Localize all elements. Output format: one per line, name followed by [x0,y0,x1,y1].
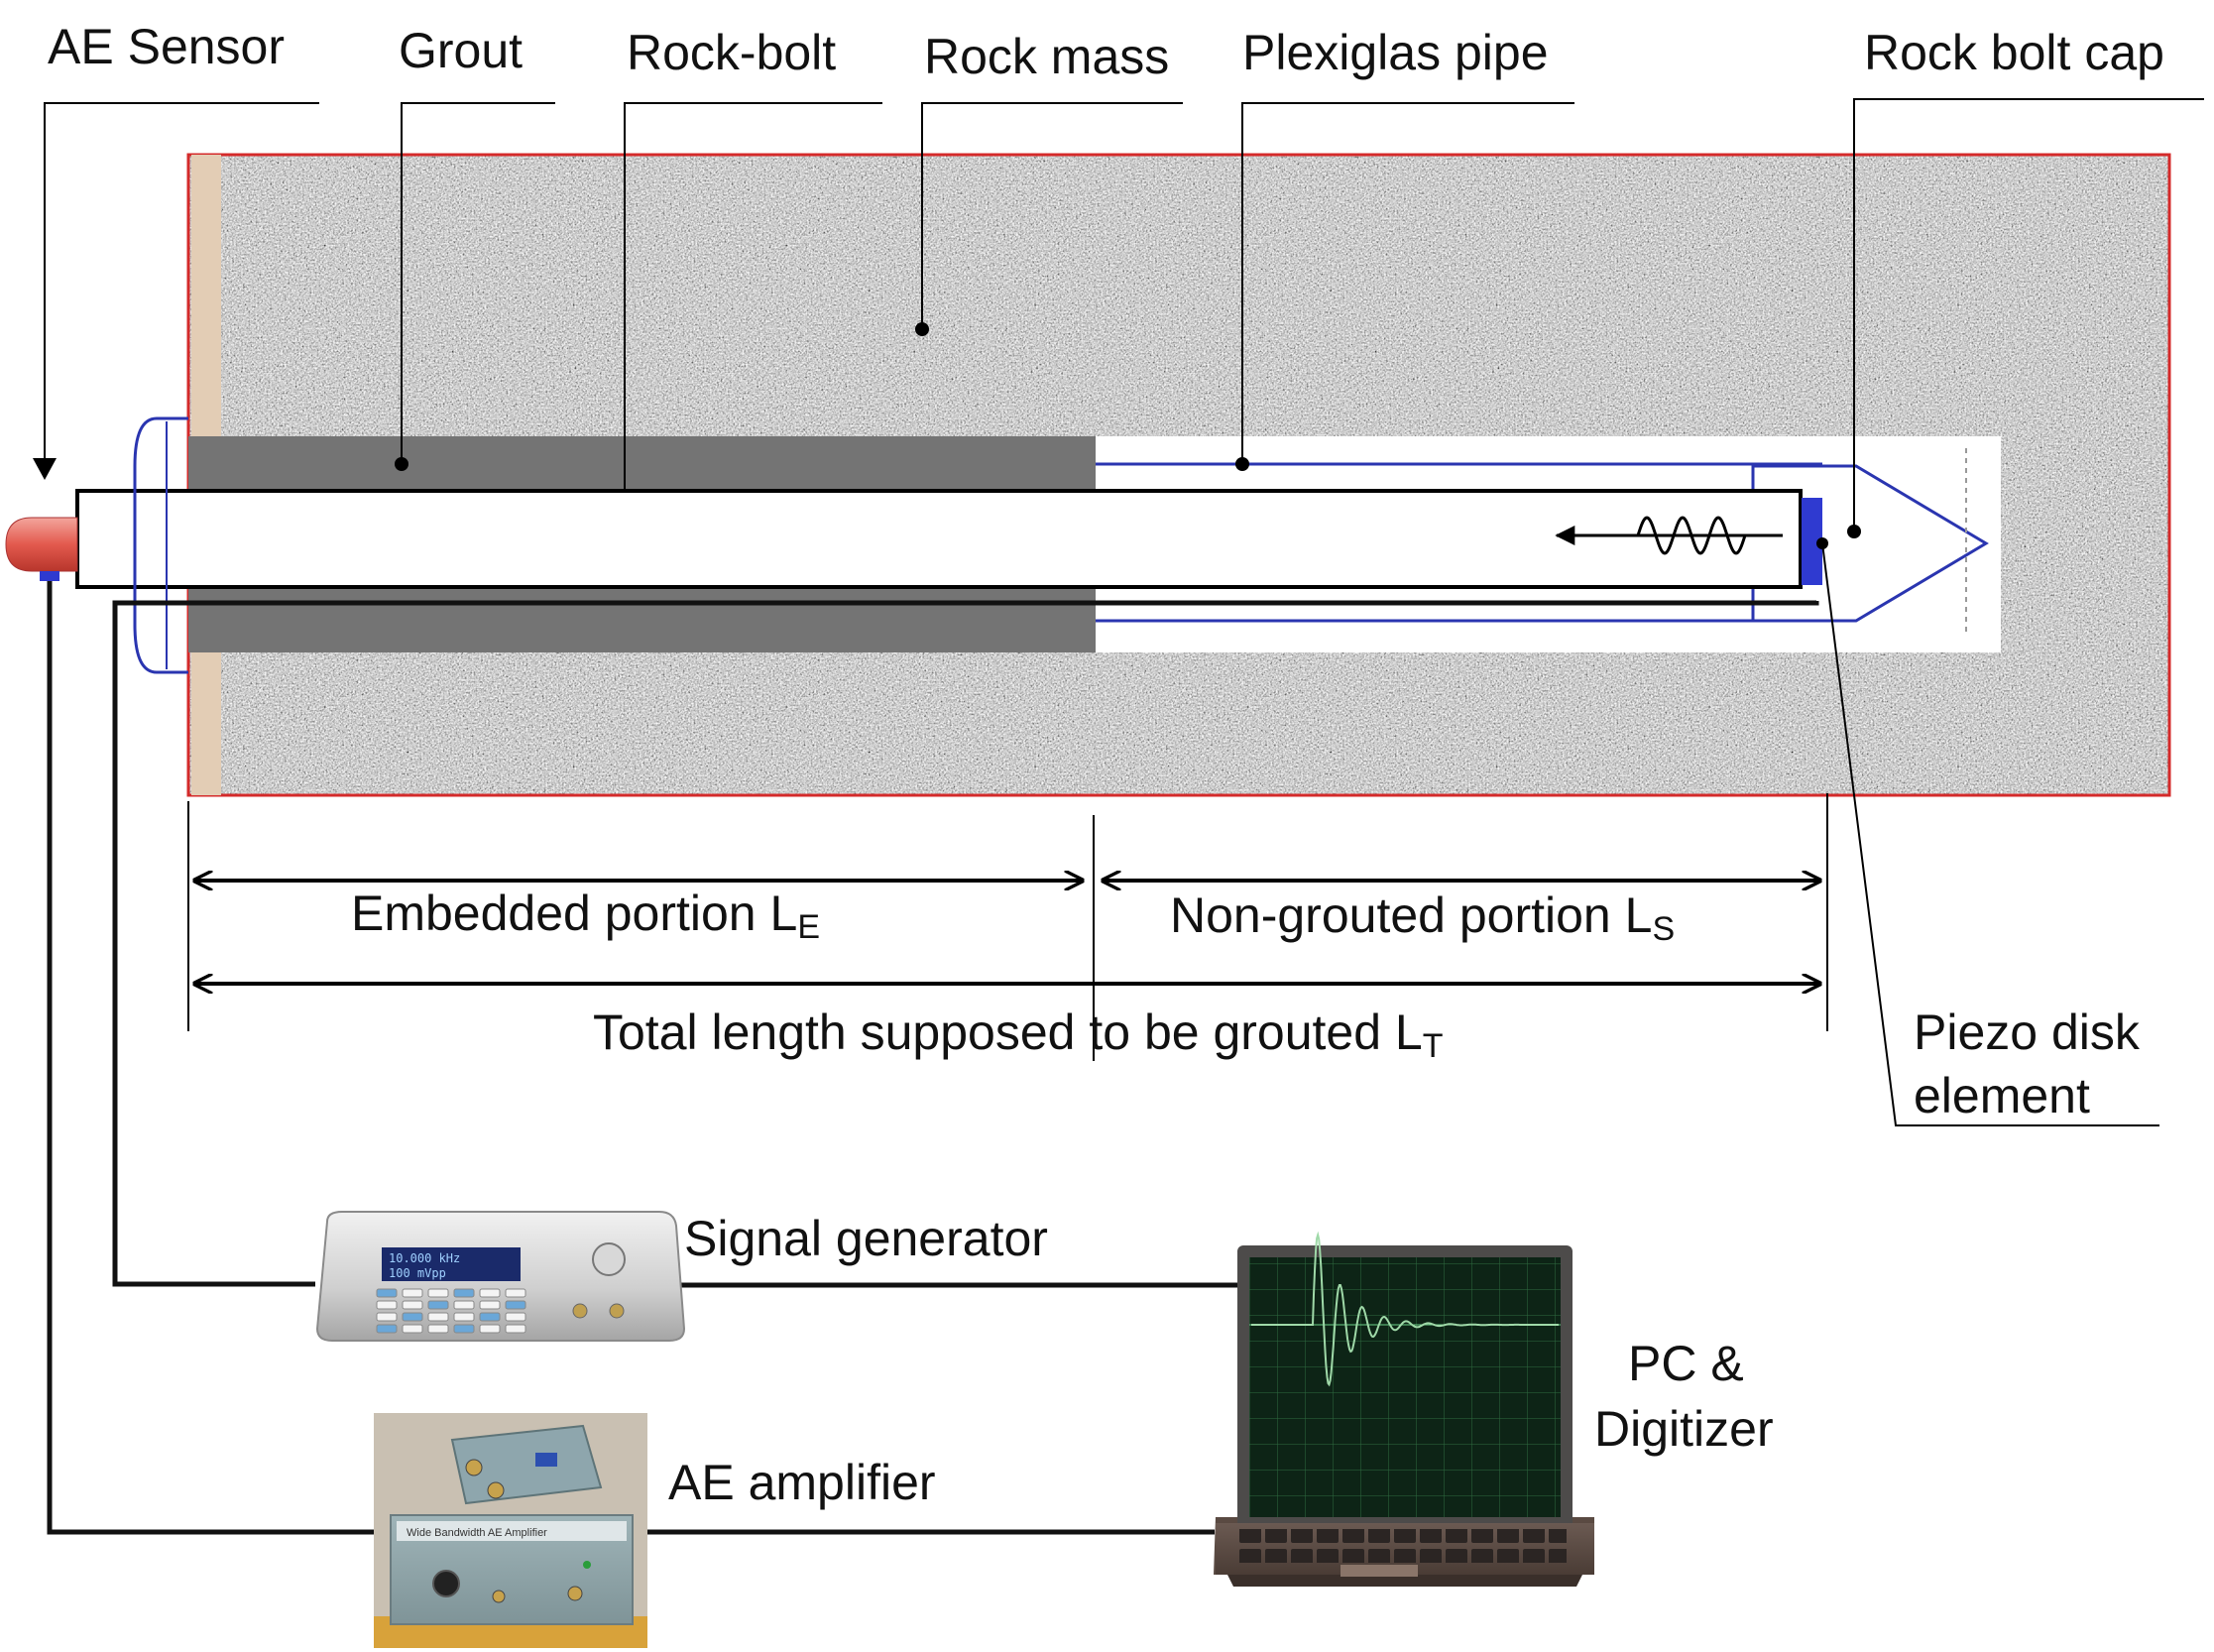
signal-generator-device: 10.000 kHz 100 mVpp [315,1211,686,1342]
label-grout: Grout [399,23,523,78]
label-signal-generator: Signal generator [684,1211,1048,1266]
ae-amplifier-device: Wide Bandwidth AE Amplifier [374,1413,647,1648]
label-ae-amplifier: AE amplifier [668,1455,936,1510]
label-rock-bolt-cap: Rock bolt cap [1864,25,2164,80]
generator-key [505,1312,526,1322]
label-ae-sensor: AE Sensor [48,19,285,74]
svg-text:10.000 kHz: 10.000 kHz [389,1251,460,1265]
label-pc-line1: PC & [1628,1336,1744,1391]
dimension-lines [187,793,1828,1061]
generator-key [453,1324,475,1334]
wiring [47,581,1819,1535]
generator-key [453,1288,475,1298]
label-non-grouted-portion: Non-grouted portion LS [1170,887,1675,948]
generator-key [427,1300,449,1310]
leader-rock-bolt [624,102,882,491]
label-rock-bolt: Rock-bolt [627,25,836,80]
leader-bolt-cap [1853,98,2204,531]
label-embedded-portion: Embedded portion LE [351,885,820,946]
generator-key [427,1312,449,1322]
label-total-length: Total length supposed to be grouted LT [593,1004,1444,1065]
plexiglas-pipe [1096,462,1822,623]
leader-piezo [1821,542,2159,1126]
ae-sensor [5,517,78,581]
leader-plexiglas [1241,102,1574,464]
generator-key [479,1324,501,1334]
leader-rock-mass [921,102,1183,329]
svg-text:100 mVpp: 100 mVpp [389,1266,446,1280]
bearing-plate [133,416,188,674]
label-pc-line2: Digitizer [1594,1401,1774,1457]
generator-key [505,1288,526,1298]
generator-key [376,1300,398,1310]
generator-key [505,1324,526,1334]
generator-knob [592,1242,626,1276]
waveform-trace [1251,1231,1559,1387]
label-plexiglas-pipe: Plexiglas pipe [1242,25,1549,80]
generator-key [453,1312,475,1322]
generator-key [479,1312,501,1322]
generator-key [427,1324,449,1334]
generator-key [376,1288,398,1298]
ae-sensor-arrowhead [33,458,57,480]
generator-key [402,1312,423,1322]
piezo-disk [1802,498,1822,585]
svg-text:Wide Bandwidth AE Amplifier: Wide Bandwidth AE Amplifier [407,1527,547,1539]
generator-key [402,1324,423,1334]
generator-key [402,1288,423,1298]
leader-ae-sensor [44,102,319,466]
leader-grout [401,102,555,464]
excitation-wire [112,600,1819,1287]
sensor-wire [47,581,377,1535]
generator-key [479,1300,501,1310]
generator-key [376,1312,398,1322]
leader-lines [33,98,2204,1126]
laptop-pc-digitizer [1214,1231,1594,1587]
generator-key [376,1324,398,1334]
generator-key [453,1300,475,1310]
generator-key [402,1300,423,1310]
label-rock-mass: Rock mass [924,29,1169,84]
generator-display [382,1247,521,1281]
generator-key [427,1288,449,1298]
label-piezo-line2: element [1914,1068,2090,1123]
text-labels: AE Sensor Grout Rock-bolt Rock mass Plex… [48,19,2164,1510]
wave-arrow [1555,516,1783,555]
generator-key [479,1288,501,1298]
label-piezo-line1: Piezo disk [1914,1004,2141,1060]
rock-bolt [75,489,1803,589]
generator-key [505,1300,526,1310]
